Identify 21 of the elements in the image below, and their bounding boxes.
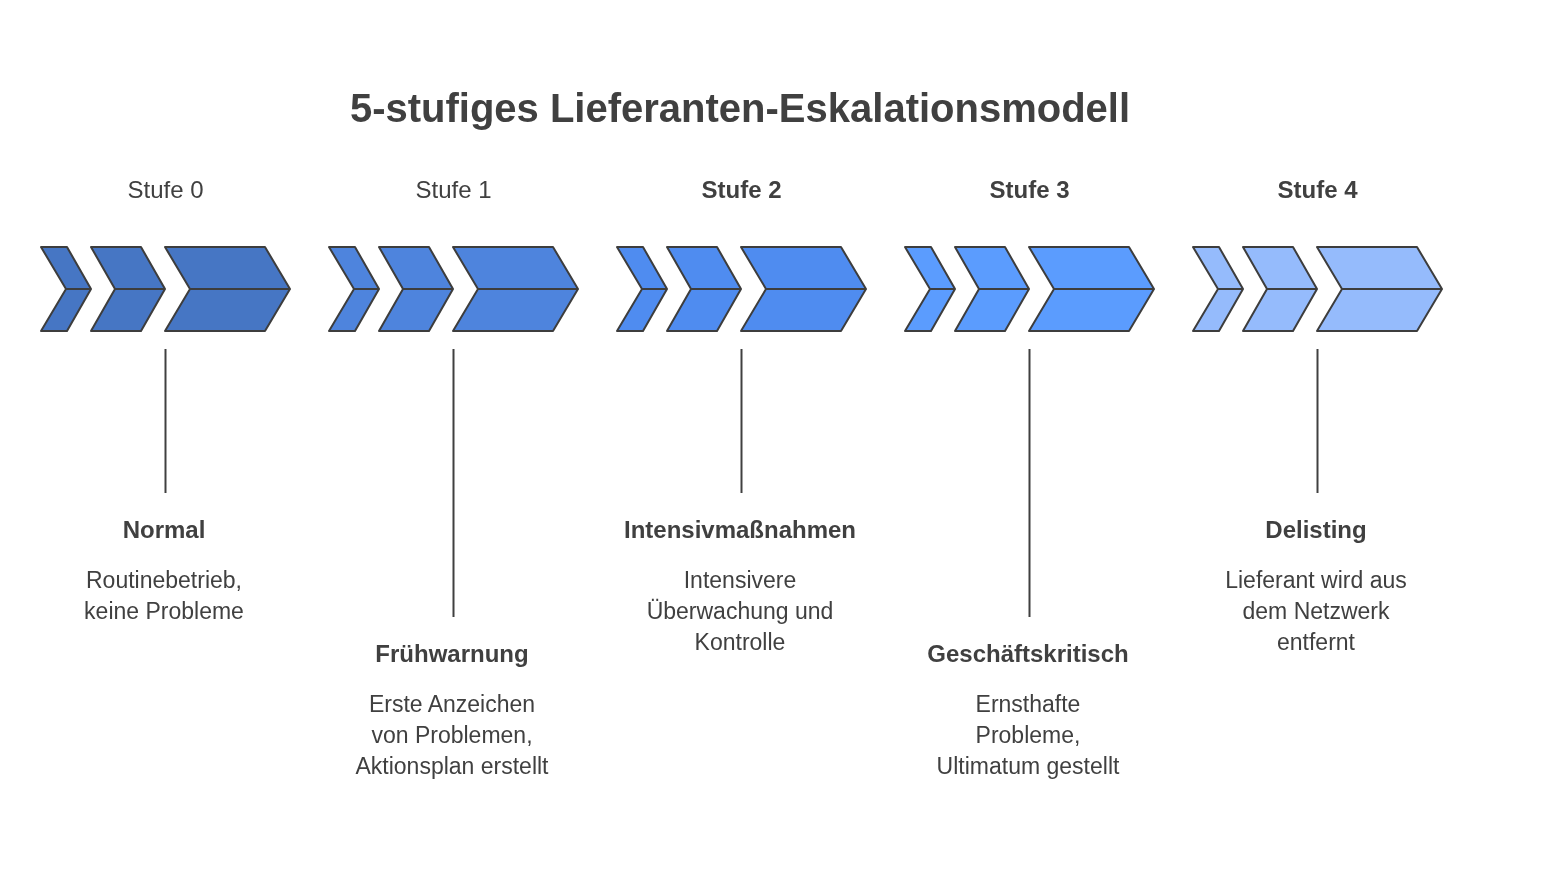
connector-line (164, 348, 167, 494)
stage-description: Intensivere Überwachung und Kontrolle (645, 566, 835, 657)
stage-heading: Stufe 0 (127, 175, 204, 205)
stage-heading: Stufe 4 (1277, 175, 1358, 205)
diagram-title: 5-stufiges Lieferanten-Eskalationsmodell (349, 85, 1131, 132)
stage-title: Delisting (1265, 515, 1367, 545)
stage-title: Intensivmaßnahmen (623, 515, 857, 545)
stage-heading: Stufe 2 (701, 175, 782, 205)
stage-title: Frühwarnung (375, 639, 529, 669)
stage-heading: Stufe 1 (415, 175, 492, 205)
stage-description: Lieferant wird aus dem Netzwerk entfernt (1224, 566, 1408, 657)
stage-description: Routinebetrieb, keine Probleme (83, 566, 245, 626)
connector-line (1028, 348, 1031, 618)
connector-line (1316, 348, 1319, 494)
connector-line (452, 348, 455, 618)
stage-title: Normal (122, 515, 206, 545)
stage-title: Geschäftskritisch (927, 639, 1129, 669)
connector-line (740, 348, 743, 494)
stage-description: Ernsthafte Probleme, Ultimatum gestellt (935, 690, 1121, 781)
stage-heading: Stufe 3 (989, 175, 1070, 205)
stage-description: Erste Anzeichen von Problemen, Aktionsplan erstellt (354, 690, 550, 781)
